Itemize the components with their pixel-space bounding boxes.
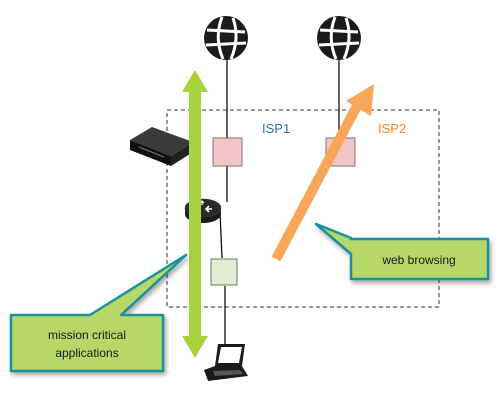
isp1-label: ISP1	[262, 121, 290, 136]
router-lan-line	[219, 211, 223, 259]
lan-interface-box	[210, 258, 238, 286]
isp2-globe-icon	[317, 16, 361, 60]
mission-critical-label-line1: mission critical	[48, 328, 126, 342]
isp2-label: ISP2	[378, 121, 406, 136]
isp1-interface-box	[212, 137, 243, 167]
laptop-icon	[204, 344, 248, 381]
site-boundary	[166, 109, 440, 308]
web-browsing-callout	[314, 222, 490, 281]
mission-critical-callout	[9, 253, 188, 373]
mission-critical-label-line2: applications	[55, 346, 118, 360]
isp1-globe-icon	[204, 16, 248, 60]
web-browsing-arrow	[271, 84, 374, 262]
mission-critical-arrow	[182, 70, 208, 358]
web-browsing-label: web browsing	[381, 253, 455, 267]
switch-icon	[130, 127, 193, 166]
